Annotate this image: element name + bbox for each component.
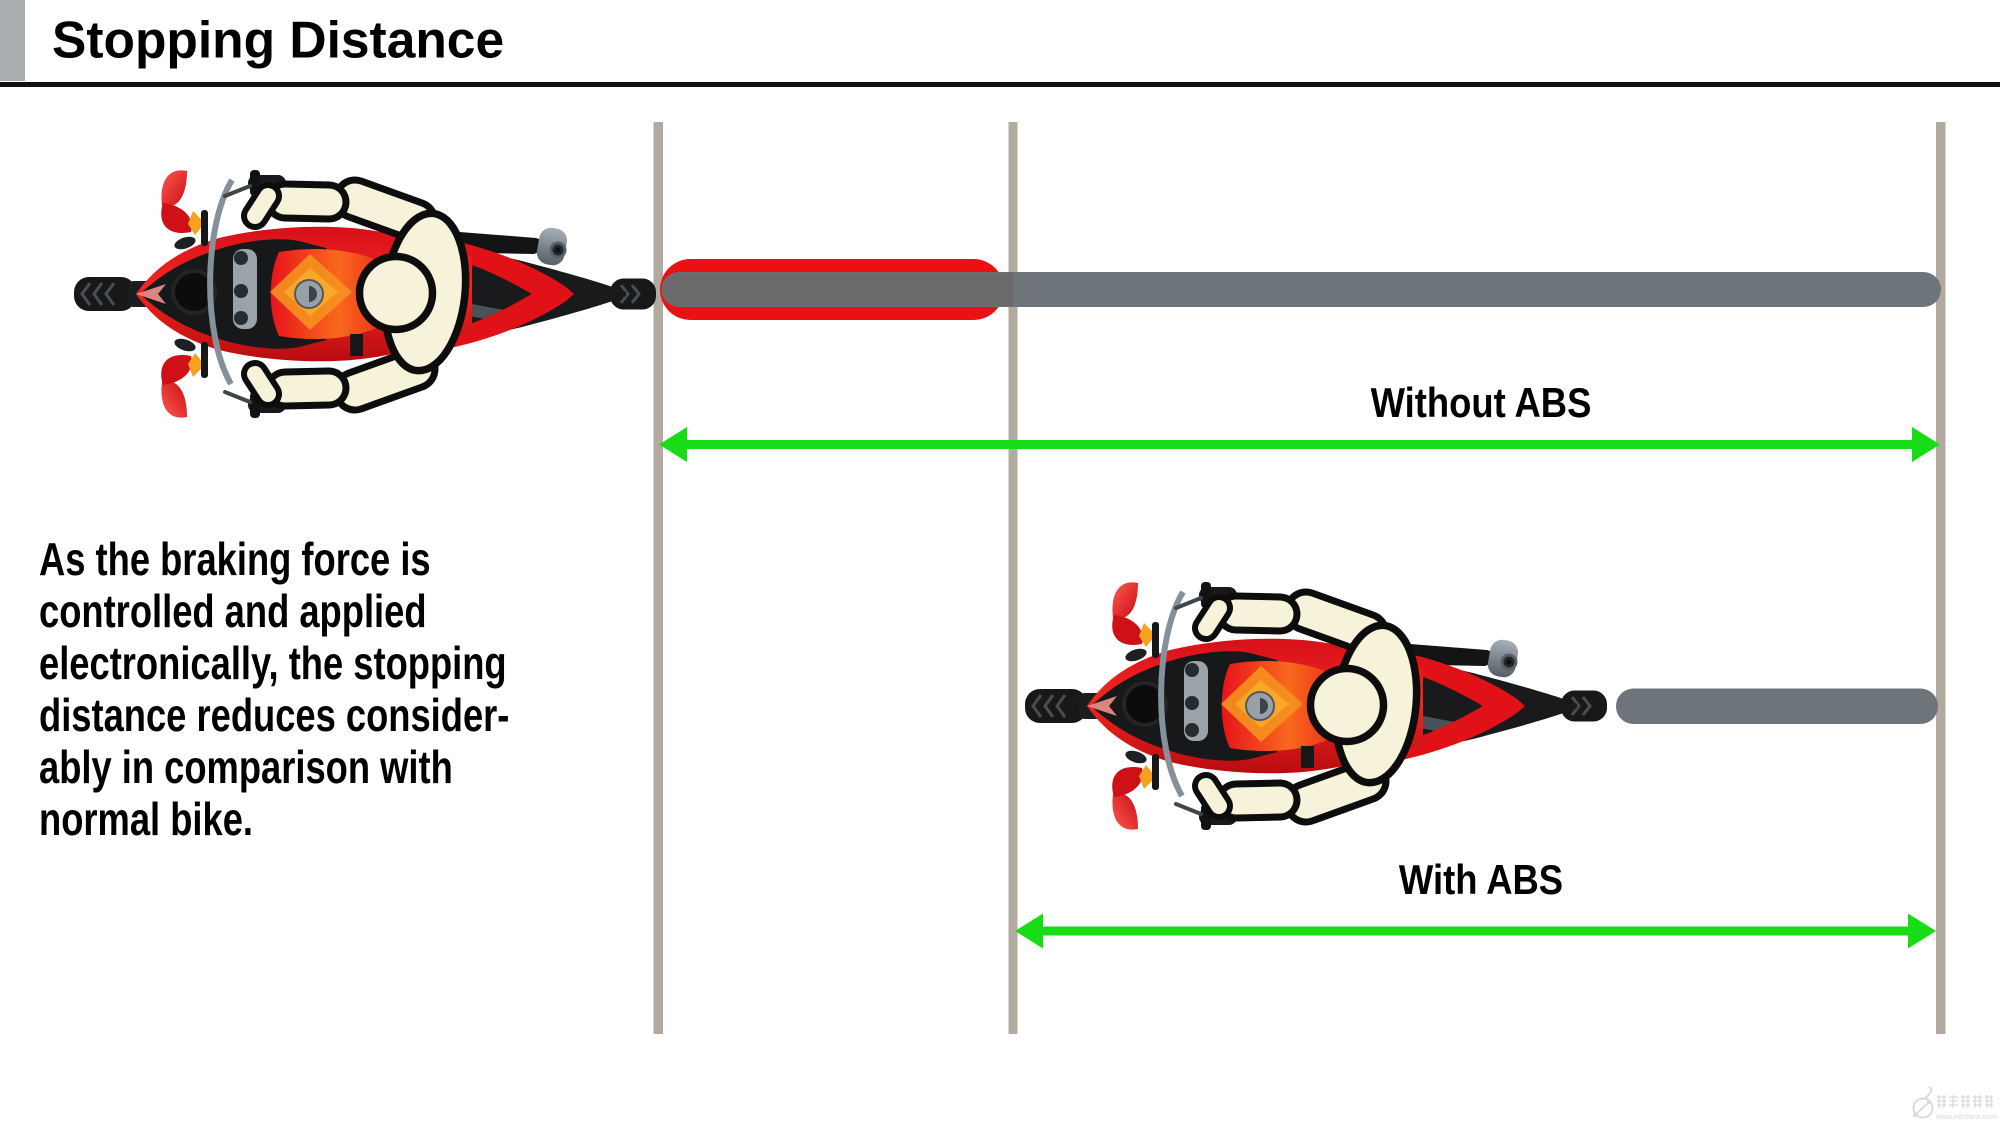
svg-text:controlled and applied: controlled and applied — [39, 585, 427, 637]
svg-text:ably in comparison with: ably in comparison with — [39, 741, 453, 793]
svg-text:Stopping Distance: Stopping Distance — [52, 11, 504, 69]
svg-text:distance reduces consider-: distance reduces consider- — [39, 689, 509, 741]
svg-text:www.elecfans.com: www.elecfans.com — [1935, 1112, 1996, 1121]
svg-text:With ABS: With ABS — [1399, 857, 1563, 904]
svg-text:electronically, the stopping: electronically, the stopping — [39, 637, 507, 689]
svg-text:Without ABS: Without ABS — [1371, 380, 1592, 427]
svg-text:As the braking force is: As the braking force is — [39, 533, 431, 585]
svg-text:normal bike.: normal bike. — [39, 793, 253, 845]
